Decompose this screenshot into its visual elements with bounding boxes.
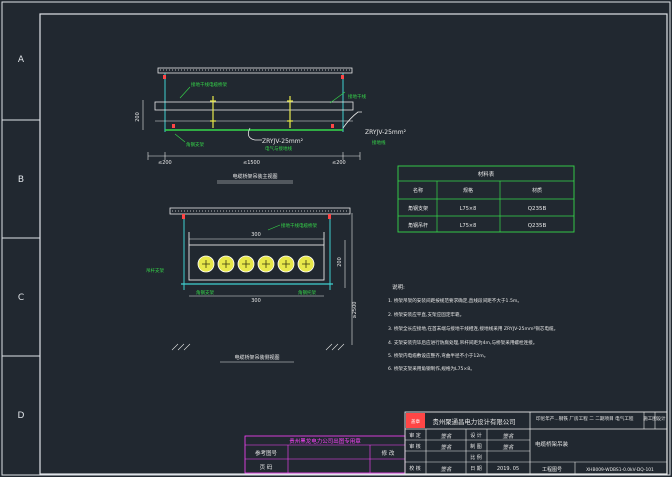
dim-install-height: ≥2500 (352, 302, 358, 319)
drawing-2-title: 电缆桥架吊装侧视图 (234, 354, 279, 361)
dim-left: ≤200 (158, 160, 172, 166)
note-item: 5. 桥架内电缆敷设应整齐,弯曲半径不小于12m。 (388, 352, 488, 359)
tray-couplers (210, 96, 293, 128)
label-review: 审 核 (409, 443, 421, 450)
anchor-bolt (182, 214, 185, 219)
material-table-title: 材料表 (478, 170, 495, 178)
company-logo (406, 413, 425, 428)
ref-drawing-label: 参考图号 (255, 449, 278, 457)
anchor-bolt (163, 75, 166, 79)
label-design: 设 计 (470, 432, 482, 439)
note-item: 3. 桥架全长应接地,在首末端与接地干线相连,接地线采用 ZRYJV-25mm²… (388, 325, 558, 332)
label-scale: 比 例 (470, 454, 482, 461)
table-header-name: 名称 (413, 187, 423, 194)
table-cell: 角钢吊杆 (408, 222, 428, 229)
dim-height-label: 200 (135, 112, 141, 122)
row-label-c: C (18, 293, 24, 303)
drawing-front-view: 200 接地干线电缆桥架 接地干线 角钢支架 ZRYJV-25mm² 电气与接地… (135, 67, 407, 184)
page-code-label: 页 码 (260, 463, 273, 471)
table-cell: L75×8 (460, 206, 477, 212)
label-approve: 审 定 (409, 432, 421, 439)
signature: 签名 (502, 433, 514, 440)
drawing-1-title: 电缆桥架吊装主视图 (232, 173, 277, 180)
title-block: 盖章 贵州聚通昌电力设计有限公司 印尼年产...钢铁 厂房工程 二 二期项目 电… (404, 411, 668, 475)
drawing-number: XHB009-WDBS1-0.0kV-DQ-101 (586, 467, 654, 473)
label-bracket-2: 角钢托架 (298, 289, 316, 296)
drawing-frame (39, 13, 668, 475)
cable-spec-1: ZRYJV-25mm² (262, 138, 304, 145)
note-item: 1. 桥架吊架的安装间距按规范要求确定,直线段间距不大于1.5m。 (388, 297, 522, 304)
drawing-date: 2019. 05 (497, 466, 519, 472)
table-header-material: 材质 (532, 187, 542, 194)
signature: 签名 (440, 433, 452, 440)
label-tray-ground: 接地干线电缆桥架 (191, 81, 227, 88)
drawing-name: 电缆桥架吊装 (535, 440, 569, 448)
note-item: 4. 支架安装完毕后应进行防腐处理,吊杆间距为4m,与桥架采用螺栓连接。 (388, 339, 537, 346)
cable-core (202, 260, 210, 268)
dim-mid: ≤1500 (243, 160, 260, 166)
table-cell: L75×8 (460, 223, 477, 229)
logo-text: 盖章 (411, 418, 420, 425)
cable-core (262, 260, 270, 268)
revision-label: 修 改 (382, 449, 395, 457)
label-bracket-1: 角钢支架 (196, 289, 214, 296)
anchor-bolt (341, 75, 344, 79)
material-table: 材料表 名称 规格 材质 角钢支架 L75×8 Q235B 角钢吊杆 L75×8… (397, 165, 575, 233)
dim-side-height: 200 (337, 257, 343, 267)
label-draw: 制 图 (470, 443, 482, 450)
drawing-no-label: 工程图号 (542, 466, 562, 473)
row-label-a: A (18, 55, 25, 65)
cable-core (282, 260, 290, 268)
table-header-spec: 规格 (463, 187, 473, 194)
ceiling-slab (157, 67, 353, 74)
label-date: 日 期 (470, 466, 482, 472)
signature: 签名 (440, 466, 452, 473)
table-cell: Q235B (528, 206, 547, 212)
cable-core (222, 260, 230, 268)
design-label: 设计 (657, 415, 666, 422)
label-check: 校 核 (409, 465, 421, 472)
table-cell: 角钢支架 (408, 205, 428, 212)
note-item: 6. 桥架支架采用角钢制作,规格为L75×8。 (388, 365, 475, 372)
company-name: 贵州聚通昌电力设计有限公司 (432, 417, 515, 426)
note-item: 2. 桥架安装应平直,支架应固定牢靠。 (388, 311, 464, 318)
label-ground-trunk: 接地干线 (348, 93, 366, 100)
signature: 签名 (440, 444, 452, 451)
notes-block: 说明: 1. 桥架吊架的安装间距按规范要求确定,直线段间距不大于1.5m。 2.… (388, 283, 558, 372)
design-stage: 施工图 (643, 415, 657, 422)
label-hanger: 吊杆支架 (146, 267, 164, 274)
drawing-side-view: 300 300 200 ≥2500 接地干线电缆桥架 吊杆支架 角钢支架 角钢托… (146, 207, 358, 363)
label-tray-2: 接地干线电缆桥架 (281, 222, 317, 229)
dim-tray-width-bottom: 300 (251, 298, 261, 304)
project-name: 印尼年产...钢铁 厂房工程 二 二期项目 电气工程 (536, 415, 634, 422)
dim-tray-width-top: 300 (251, 232, 261, 238)
anchor-bolt (328, 214, 331, 219)
cable-tray-section (188, 244, 325, 281)
cable-spec-2-sub: 接地线 (372, 139, 386, 146)
dim-right: ≤200 (332, 160, 346, 166)
cable-tray (154, 101, 354, 111)
cable-spec-2: ZRYJV-25mm² (365, 129, 407, 136)
row-label-b: B (18, 175, 24, 185)
cable-core (302, 260, 310, 268)
cable-spec-1-sub: 电气与接地线 (265, 145, 292, 152)
row-label-d: D (18, 411, 25, 421)
cable-group (197, 255, 315, 273)
ground-clamp (172, 124, 175, 128)
table-cell: Q235B (528, 223, 547, 229)
signature: 签名 (502, 444, 514, 451)
reference-block: 贵州黑龙电力公司出图专用章 参考图号 页 码 修 改 (244, 435, 406, 474)
ground-clamp (331, 124, 334, 128)
cable-core (242, 260, 250, 268)
notes-heading: 说明: (392, 283, 405, 291)
label-angle-bracket: 角钢支架 (186, 141, 204, 148)
ceiling-slab-2 (169, 207, 351, 215)
stamp-label: 贵州黑龙电力公司出图专用章 (289, 437, 361, 445)
